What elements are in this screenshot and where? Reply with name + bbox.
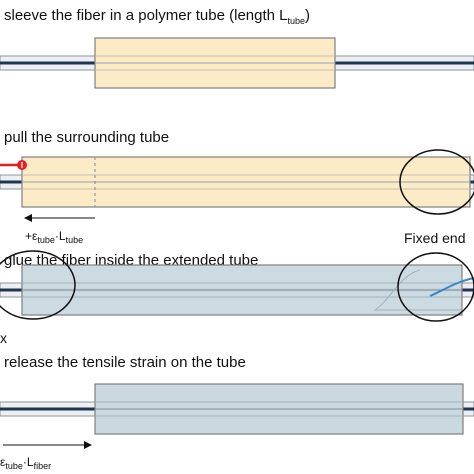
step-2: pull the surrounding tube +εtube·Ltube F… xyxy=(0,129,474,246)
glue-seam xyxy=(373,269,462,311)
step-3-edge-label: x xyxy=(0,330,7,346)
step-1-caption: sleeve the fiber in a polymer tube (leng… xyxy=(4,7,310,26)
step-1: sleeve the fiber in a polymer tube (leng… xyxy=(0,7,474,89)
step-2-caption: pull the surrounding tube xyxy=(4,129,169,146)
fixed-end-ellipse xyxy=(399,149,474,215)
step-2-strain-label: +εtube·Ltube xyxy=(25,229,83,245)
step-4: release the tensile strain on the tube ε… xyxy=(0,354,474,471)
left-glue-ellipse xyxy=(0,250,76,320)
right-glue-ellipse xyxy=(397,252,474,322)
step-4-strain-label: εtube·Lfiber xyxy=(0,455,51,471)
step-4-caption: release the tensile strain on the tube xyxy=(4,354,246,371)
step-3: glue the fiber inside the extended tube … xyxy=(0,250,474,346)
glue-flow-arrow xyxy=(429,277,474,297)
fixed-end-label: Fixed end xyxy=(404,230,465,246)
